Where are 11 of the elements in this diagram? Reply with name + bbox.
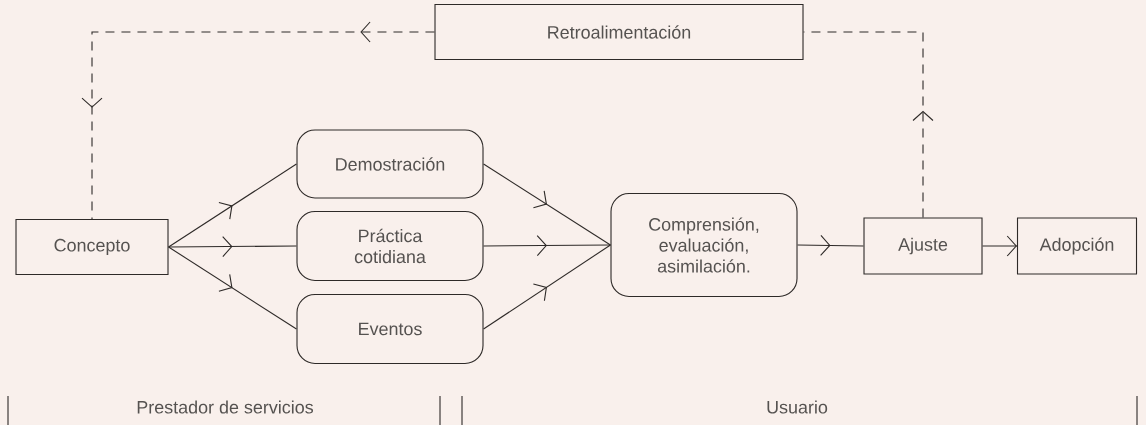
process-box: Retroalimentación (434, 3, 804, 61)
rounded-box: Comprensión, evaluación, asimilación. (610, 192, 798, 298)
rounded-box: Demostración (296, 129, 484, 199)
process-box: Concepto (15, 218, 169, 276)
section-label: Prestador de servicios (137, 400, 314, 414)
rounded-box: Eventos (296, 293, 484, 365)
rounded-box: Práctica cotidiana (296, 210, 484, 282)
process-box: Ajuste (863, 217, 983, 275)
arrow (982, 235, 1018, 257)
process-box: Adopción (1016, 217, 1138, 275)
section-label: Usuario (767, 400, 828, 414)
